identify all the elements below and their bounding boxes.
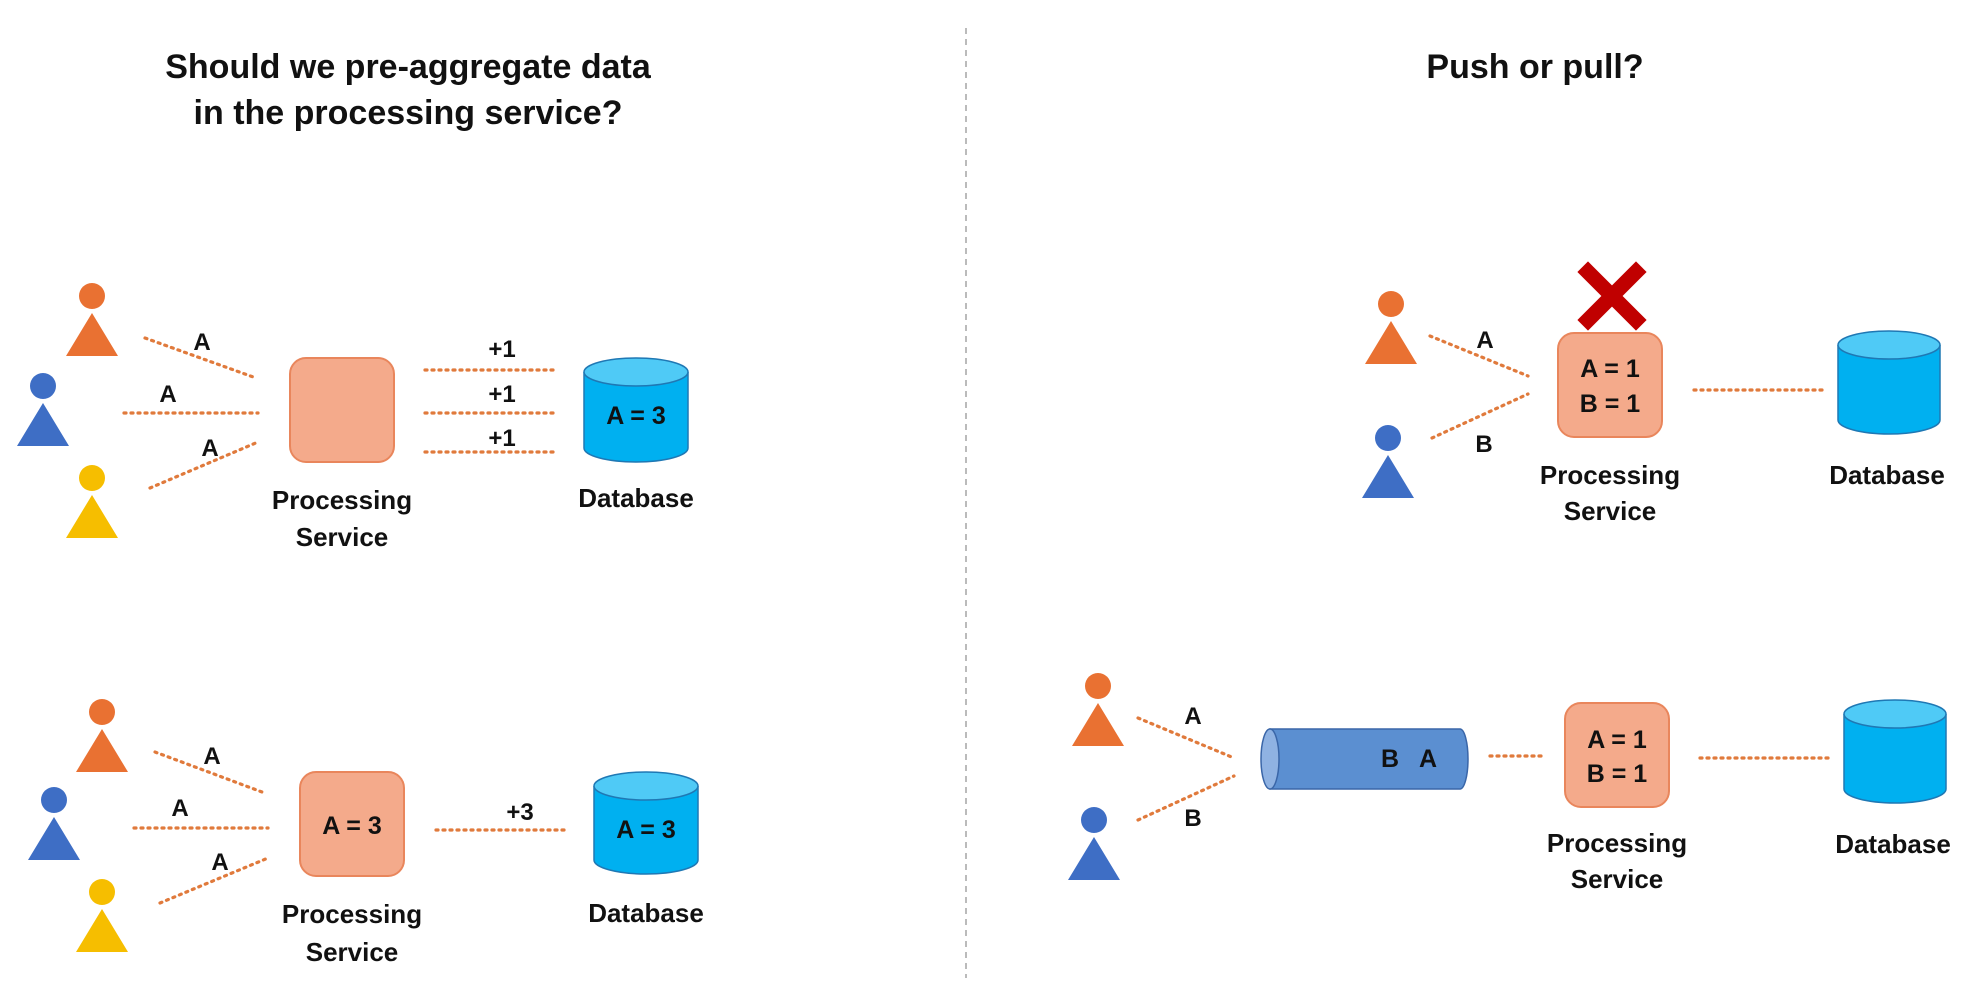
edge-label: +1 [488, 336, 515, 363]
service-label-line2: Service [1571, 864, 1664, 894]
user-blue-icon [1362, 425, 1414, 498]
diagram-bottom-right: A B B A A = 1 B = 1 Processing Service D… [1068, 673, 1951, 894]
database-label: Database [1829, 460, 1945, 490]
processing-service-box [1557, 332, 1663, 438]
service-value-line2: B = 1 [1580, 390, 1641, 418]
edge-label: A [211, 849, 228, 876]
red-x-icon [1577, 261, 1647, 331]
user-orange-icon [1365, 291, 1417, 364]
edge-label: A [159, 381, 176, 408]
connector-line [143, 336, 258, 380]
diagram-top-right: A B A = 1 B = 1 Processing Service Datab… [1362, 261, 1945, 526]
service-value-line1: A = 1 [1580, 355, 1640, 383]
database-value: A = 3 [606, 402, 666, 430]
service-label-line2: Service [296, 522, 389, 552]
service-label-line1: Processing [1547, 828, 1687, 858]
user-orange-icon [1072, 673, 1124, 746]
user-yellow-icon [66, 465, 118, 538]
database-label: Database [578, 483, 694, 513]
database-label: Database [588, 898, 704, 928]
edge-label: B [1184, 805, 1201, 832]
user-yellow-icon [76, 879, 128, 952]
edge-label: A [171, 795, 188, 822]
database-cylinder-icon [1843, 699, 1947, 804]
connector-line [158, 856, 270, 905]
connector-line [1136, 716, 1236, 760]
left-title-line1: Should we pre-aggregate data [165, 48, 652, 86]
service-value-line2: B = 1 [1587, 760, 1648, 788]
service-value-line1: A = 1 [1587, 726, 1647, 754]
processing-service-box [299, 771, 405, 877]
edge-label: A [203, 743, 220, 770]
connector-line [148, 440, 260, 490]
database-cylinder-icon [583, 357, 689, 463]
diagram-top-left: A A A Processing Service +1 +1 +1 A = 3 … [17, 283, 694, 552]
left-title-line2: in the processing service? [194, 94, 623, 132]
database-value: A = 3 [616, 816, 676, 844]
user-blue-icon [17, 373, 69, 446]
connector-line [153, 750, 264, 794]
edge-label: +1 [488, 425, 515, 452]
diagram-bottom-left: A A A A = 3 Processing Service +3 A = 3 … [28, 699, 704, 967]
queue-item: A [1419, 745, 1437, 773]
edge-label: A [193, 329, 210, 356]
right-title: Push or pull? [1426, 48, 1643, 86]
service-label-line2: Service [1564, 496, 1657, 526]
service-label-line1: Processing [282, 899, 422, 929]
database-cylinder-icon [1837, 330, 1941, 435]
user-orange-icon [76, 699, 128, 772]
service-label-line1: Processing [272, 485, 412, 515]
user-orange-icon [66, 283, 118, 356]
edge-label: A [1476, 327, 1493, 354]
edge-label: A [1184, 703, 1201, 730]
processing-service-box [289, 357, 395, 463]
service-label-line2: Service [306, 937, 399, 967]
database-cylinder-icon [593, 771, 699, 875]
message-queue-icon [1260, 728, 1469, 790]
database-label: Database [1835, 829, 1951, 859]
edge-label: +1 [488, 381, 515, 408]
user-blue-icon [1068, 807, 1120, 880]
edge-label: B [1475, 431, 1492, 458]
queue-item: B [1381, 745, 1399, 773]
edge-label: A [201, 435, 218, 462]
user-blue-icon [28, 787, 80, 860]
edge-label: +3 [506, 799, 533, 826]
service-value: A = 3 [322, 812, 382, 840]
service-label-line1: Processing [1540, 460, 1680, 490]
processing-service-box [1564, 702, 1670, 808]
